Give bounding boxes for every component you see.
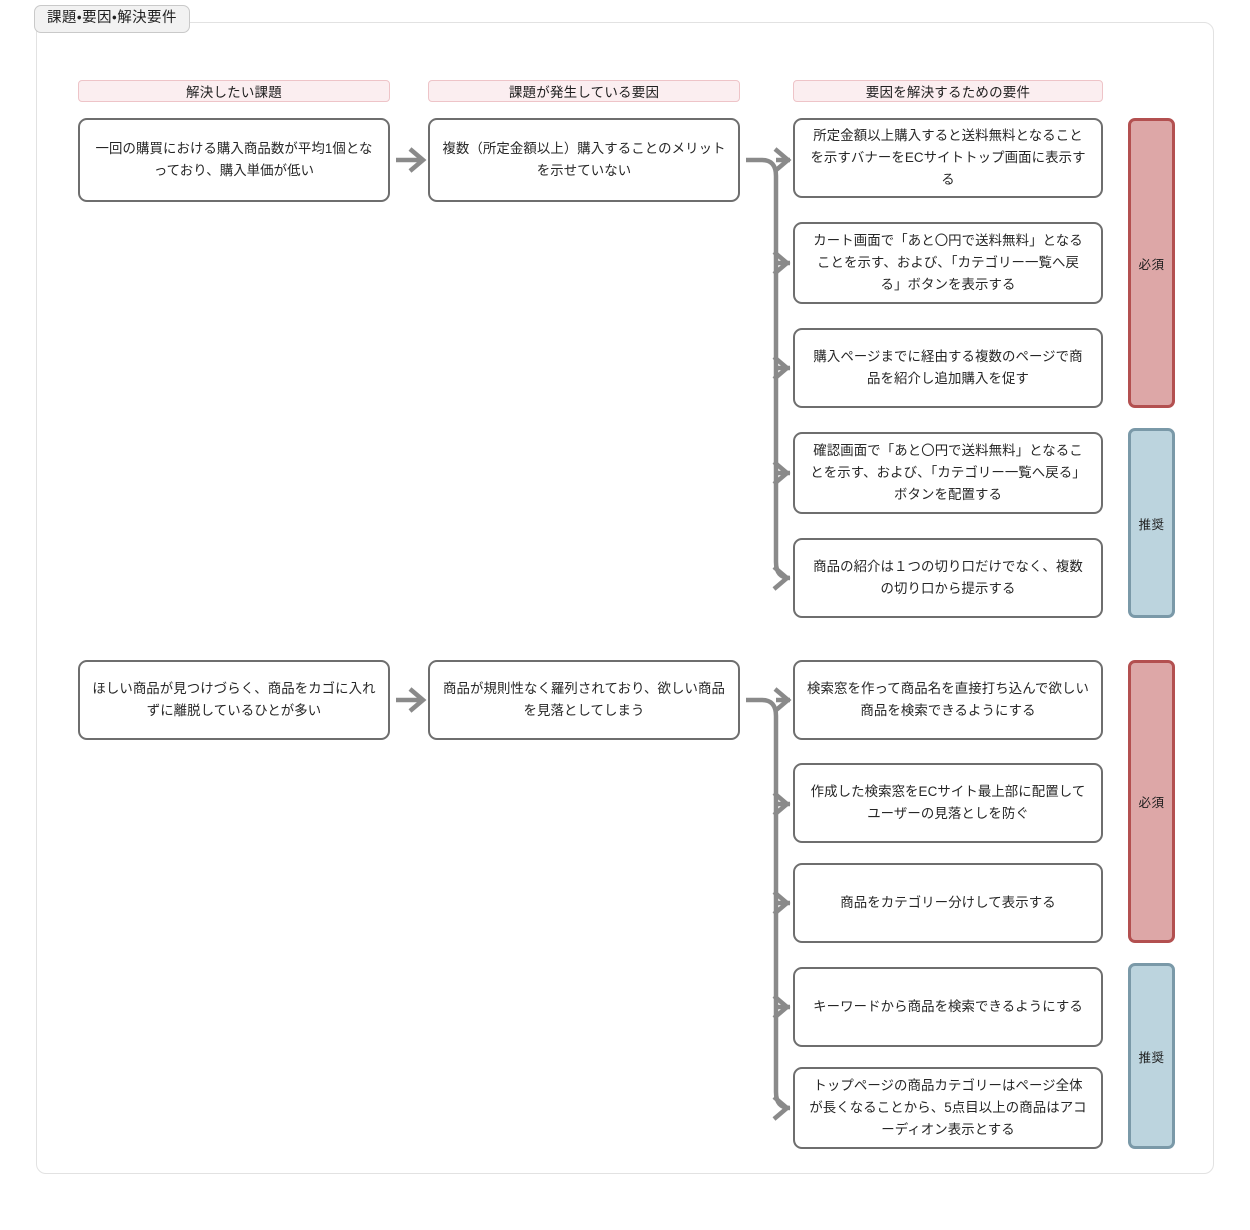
cause-text-1: 複数（所定金額以上）購入することのメリットを示せていない	[442, 141, 726, 178]
column-header-requirement: 要因を解決するための要件	[793, 80, 1103, 102]
column-header-cause: 課題が発生している要因	[428, 80, 740, 102]
cause-text-2: 商品が規則性なく羅列されており、欲しい商品を見落としてしまう	[443, 681, 725, 718]
requirement-text-1-4: 確認画面で「あと〇円で送料無料」となることを示す、および、「カテゴリー一覧へ戻る…	[810, 443, 1086, 502]
priority-bar-recommended-1: 推奨	[1128, 428, 1175, 618]
issue-text-1: 一回の購買における購入商品数が平均1個となっており、購入単価が低い	[95, 141, 373, 178]
requirement-box-1-2: カート画面で「あと〇円で送料無料」となることを示す、および、「カテゴリー一覧へ戻…	[793, 222, 1103, 304]
requirement-text-1-3: 購入ページまでに経由する複数のページで商品を紹介し追加購入を促す	[813, 349, 1083, 386]
priority-label-recommended-1: 推奨	[1138, 517, 1165, 532]
priority-label-must-1: 必須	[1138, 257, 1165, 272]
requirement-box-2-3: 商品をカテゴリー分けして表示する	[793, 863, 1103, 943]
issue-box-2: ほしい商品が見つけづらく、商品をカゴに入れずに離脱しているひとが多い	[78, 660, 390, 740]
requirement-text-1-5: 商品の紹介は１つの切り口だけでなく、複数の切り口から提示する	[813, 559, 1083, 596]
requirement-text-2-2: 作成した検索窓をECサイト最上部に配置してユーザーの見落としを防ぐ	[810, 784, 1086, 821]
requirement-box-2-1: 検索窓を作って商品名を直接打ち込んで欲しい商品を検索できるようにする	[793, 660, 1103, 740]
requirement-text-2-1: 検索窓を作って商品名を直接打ち込んで欲しい商品を検索できるようにする	[807, 681, 1089, 718]
requirement-text-2-5: トップページの商品カテゴリーはページ全体が長くなることから、5点目以上の商品はア…	[809, 1078, 1087, 1137]
requirement-box-1-4: 確認画面で「あと〇円で送料無料」となることを示す、および、「カテゴリー一覧へ戻る…	[793, 432, 1103, 514]
requirement-box-2-2: 作成した検索窓をECサイト最上部に配置してユーザーの見落としを防ぐ	[793, 763, 1103, 843]
column-header-issue: 解決したい課題	[78, 80, 390, 102]
requirement-text-1-1: 所定金額以上購入すると送料無料となることを示すバナーをECサイトトップ画面に表示…	[810, 128, 1086, 187]
cause-box-1: 複数（所定金額以上）購入することのメリットを示せていない	[428, 118, 740, 202]
requirement-box-2-4: キーワードから商品を検索できるようにする	[793, 967, 1103, 1047]
priority-bar-recommended-2: 推奨	[1128, 963, 1175, 1149]
priority-bar-must-2: 必須	[1128, 660, 1175, 943]
issue-text-2: ほしい商品が見つけづらく、商品をカゴに入れずに離脱しているひとが多い	[92, 681, 376, 718]
panel-tab-label: 課題・要因・解決要件	[34, 5, 190, 34]
priority-bar-must-1: 必須	[1128, 118, 1175, 408]
priority-label-must-2: 必須	[1138, 796, 1165, 810]
requirement-text-2-3: 商品をカテゴリー分けして表示する	[840, 895, 1056, 911]
requirement-box-1-1: 所定金額以上購入すると送料無料となることを示すバナーをECサイトトップ画面に表示…	[793, 118, 1103, 198]
cause-box-2: 商品が規則性なく羅列されており、欲しい商品を見落としてしまう	[428, 660, 740, 740]
requirement-text-1-2: カート画面で「あと〇円で送料無料」となることを示す、および、「カテゴリー一覧へ戻…	[813, 233, 1083, 292]
requirement-box-1-3: 購入ページまでに経由する複数のページで商品を紹介し追加購入を促す	[793, 328, 1103, 408]
requirement-text-2-4: キーワードから商品を検索できるようにする	[813, 999, 1083, 1015]
requirement-box-1-5: 商品の紹介は１つの切り口だけでなく、複数の切り口から提示する	[793, 538, 1103, 618]
requirement-box-2-5: トップページの商品カテゴリーはページ全体が長くなることから、5点目以上の商品はア…	[793, 1067, 1103, 1149]
priority-label-recommended-2: 推奨	[1138, 1050, 1165, 1065]
issue-box-1: 一回の購買における購入商品数が平均1個となっており、購入単価が低い	[78, 118, 390, 202]
